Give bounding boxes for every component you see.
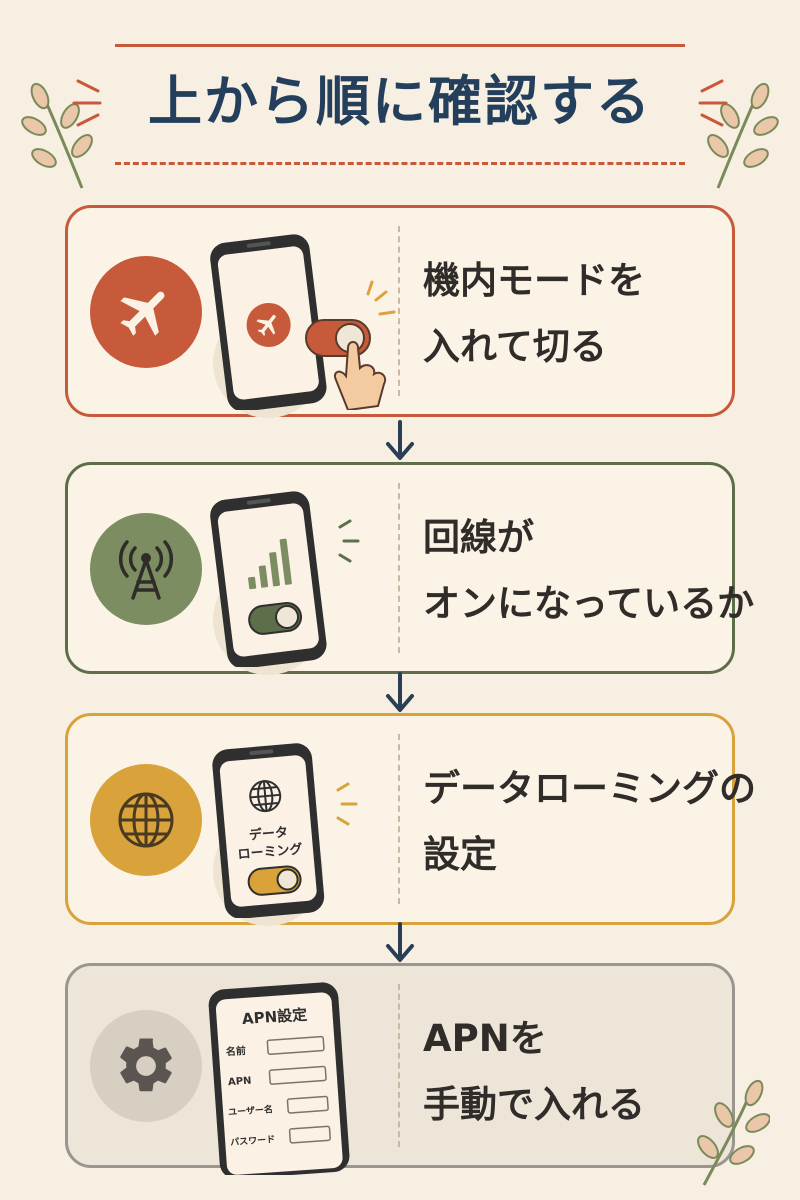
step-line: APNを <box>423 1017 547 1060</box>
step-line: 機内モードを <box>423 259 645 302</box>
step-card-apn-manual: APN設定 名前 APN ユーザー名 パスワード APNを 手動で入れる <box>65 963 735 1175</box>
card-divider <box>398 483 400 653</box>
step-line: オンになっているか <box>423 582 755 625</box>
phone-field-label: APN <box>228 1076 252 1089</box>
down-arrow-icon <box>386 672 414 712</box>
phone-illustration <box>210 491 360 667</box>
title-bottom-rule <box>115 162 685 165</box>
phone-screen-title: APN設定 <box>241 1006 307 1029</box>
title-top-rule <box>115 44 685 47</box>
phone-label: データ <box>248 824 288 843</box>
step-text: 回線が オンになっているか <box>423 505 755 637</box>
step-card-line-on: 回線が オンになっているか <box>65 462 755 675</box>
step-card-airplane-mode: 機内モードを 入れて切る <box>65 205 735 418</box>
phone-illustration <box>210 234 396 410</box>
down-arrow-icon <box>386 420 414 460</box>
phone-label: ローミング <box>237 841 303 863</box>
step-card-data-roaming: データ ローミング データローミングの 設定 <box>65 713 756 926</box>
leaf-sprig-bottom-icon <box>697 1079 770 1186</box>
airplane-icon <box>120 291 165 336</box>
step-badge <box>90 256 202 368</box>
title-block: 上から順に確認する <box>115 40 685 170</box>
antenna-icon <box>119 540 173 600</box>
phone-field-label: パスワード <box>230 1133 276 1148</box>
step-line: 設定 <box>423 833 497 876</box>
card-divider <box>398 734 400 904</box>
globe-icon <box>118 792 174 848</box>
step-line: データローミングの <box>423 767 756 810</box>
spark-right-icon <box>698 79 728 127</box>
spark-left-icon <box>72 79 102 127</box>
step-text: データローミングの 設定 <box>423 756 756 888</box>
phone-illustration: データ ローミング <box>212 743 358 918</box>
step-line: 回線が <box>423 516 534 559</box>
step-badge <box>90 764 202 876</box>
phone-illustration: APN設定 名前 APN ユーザー名 パスワード <box>208 982 350 1175</box>
page-title: 上から順に確認する <box>148 70 652 133</box>
gear-icon <box>120 1038 172 1092</box>
down-arrow-icon <box>386 922 414 962</box>
step-text: APNを 手動で入れる <box>423 1006 723 1138</box>
step-line: 手動で入れる <box>423 1083 645 1126</box>
card-divider <box>398 226 400 396</box>
leaf-sprig-right-icon <box>707 82 779 189</box>
step-badge <box>90 513 202 625</box>
card-divider <box>398 984 400 1147</box>
step-text: 機内モードを 入れて切る <box>423 248 723 380</box>
step-line: 入れて切る <box>423 325 607 368</box>
phone-field-label: ユーザー名 <box>228 1103 274 1118</box>
phone-field-label: 名前 <box>225 1044 246 1058</box>
leaf-sprig-left-icon <box>21 82 93 189</box>
step-badge <box>90 1010 202 1122</box>
